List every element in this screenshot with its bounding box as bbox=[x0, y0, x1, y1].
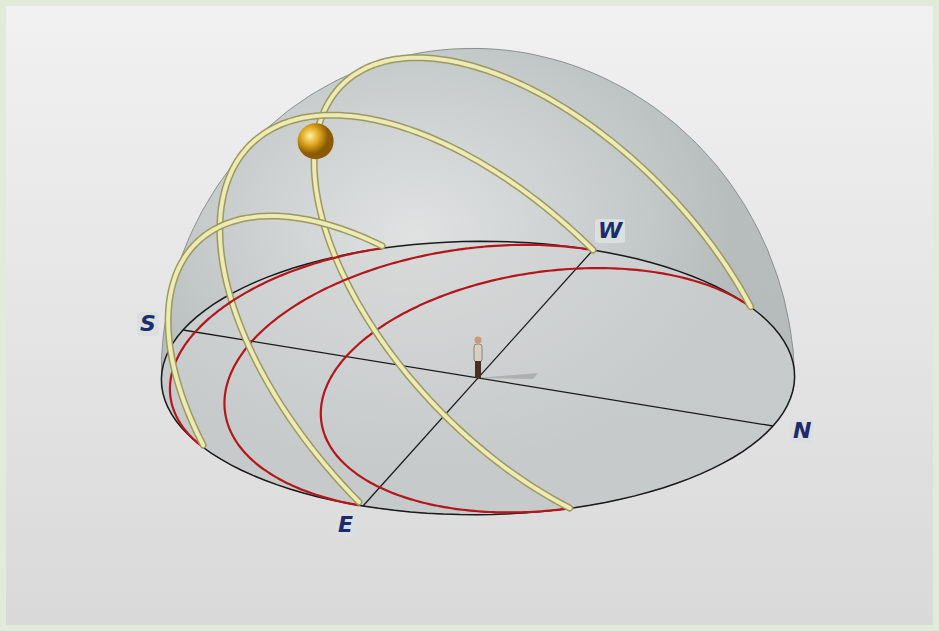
background-panel: S W N E bbox=[6, 6, 933, 625]
sun-path-tube bbox=[220, 115, 593, 502]
compass-label: S bbox=[137, 312, 159, 336]
compass-label: N bbox=[790, 419, 814, 443]
observer-figure bbox=[474, 337, 538, 380]
sky-dome bbox=[161, 48, 794, 514]
ground-projection-line bbox=[170, 248, 382, 447]
compass-axis bbox=[183, 330, 773, 426]
compass-label: E bbox=[335, 513, 356, 537]
sun-path-tube bbox=[220, 115, 593, 502]
compass-axis bbox=[363, 250, 593, 506]
horizon-plane bbox=[161, 241, 794, 514]
sun-path-tube bbox=[168, 216, 382, 445]
sun-path-tube bbox=[314, 58, 750, 508]
sun-sphere bbox=[298, 123, 334, 159]
sun-path-tube bbox=[168, 216, 382, 445]
ground-projection-line bbox=[321, 268, 751, 512]
compass-label: W bbox=[595, 219, 625, 243]
ground-projection-line bbox=[224, 245, 593, 506]
sun-path-tube bbox=[314, 58, 750, 508]
